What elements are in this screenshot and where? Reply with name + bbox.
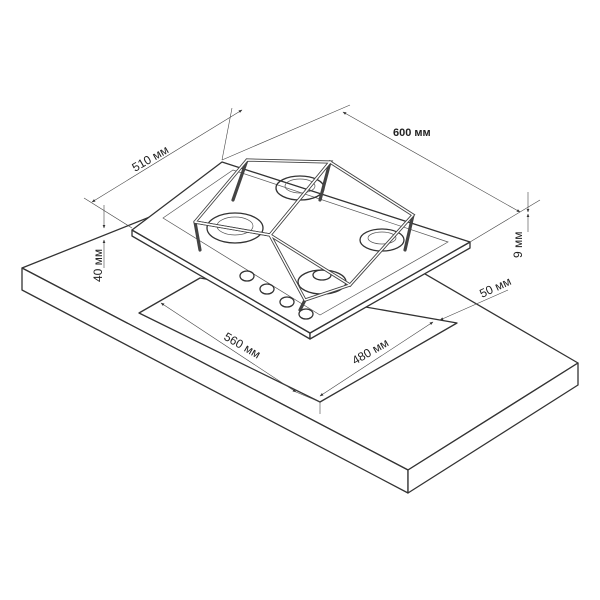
burner-cap-icon — [367, 231, 397, 245]
dimension-lines — [83, 104, 541, 414]
dim-50 — [439, 289, 509, 321]
label-hob-height: 9 мм — [511, 231, 525, 258]
burner-cap-icon — [284, 178, 316, 194]
control-knobs — [239, 270, 314, 320]
label-countertop-thickness: 40 мм — [91, 249, 105, 282]
dim-560 — [160, 302, 297, 393]
knob-4 — [298, 308, 314, 320]
countertop-side-face — [407, 362, 579, 494]
dim-480 — [319, 321, 434, 397]
knob-2 — [259, 283, 275, 295]
label-hob-width: 600 мм — [393, 127, 431, 139]
knob-1 — [239, 270, 255, 282]
dim-510 — [91, 109, 243, 203]
label-hob-depth: 510 мм — [130, 143, 172, 175]
burner-rear-left — [206, 212, 264, 244]
label-rear-clearance: 50 мм — [477, 274, 513, 301]
dim-600 — [342, 111, 521, 213]
